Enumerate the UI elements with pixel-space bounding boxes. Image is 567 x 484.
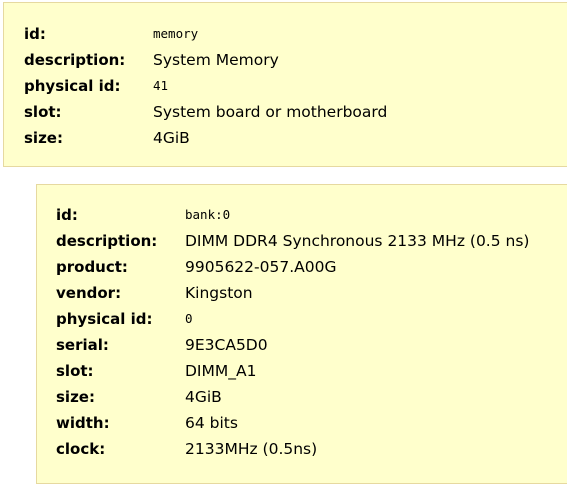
memory-physical-id-label: physical id:: [24, 77, 121, 95]
memory-slot-label: slot:: [24, 103, 62, 121]
memory-id-label: id:: [24, 25, 46, 43]
bank-product-value: 9905622-057.A00G: [185, 258, 337, 276]
bank-size-label: size:: [56, 388, 95, 406]
bank-vendor-label: vendor:: [56, 284, 122, 302]
bank-physical-id-label: physical id:: [56, 310, 153, 328]
bank-vendor-value: Kingston: [185, 284, 253, 302]
bank-description-label: description:: [56, 232, 158, 250]
memory-size-value: 4GiB: [153, 129, 190, 147]
bank-slot-label: slot:: [56, 362, 94, 380]
memory-node-panel: id: memory description: System Memory ph…: [3, 2, 567, 167]
bank-id-label: id:: [56, 206, 78, 224]
bank-serial-label: serial:: [56, 336, 109, 354]
bank-clock-label: clock:: [56, 440, 106, 458]
bank-clock-value: 2133MHz (0.5ns): [185, 440, 318, 458]
memory-description-value: System Memory: [153, 51, 279, 69]
memory-id-value: memory: [153, 26, 199, 41]
memory-size-label: size:: [24, 129, 63, 147]
bank-id-value: bank:0: [185, 207, 231, 222]
bank-size-value: 4GiB: [185, 388, 222, 406]
bank-node-panel: id: bank:0 description: DIMM DDR4 Synchr…: [36, 184, 567, 484]
bank-slot-value: DIMM_A1: [185, 362, 257, 380]
memory-physical-id-value: 41: [153, 78, 169, 93]
bank-width-label: width:: [56, 414, 110, 432]
memory-description-label: description:: [24, 51, 126, 69]
bank-physical-id-value: 0: [185, 311, 193, 326]
memory-slot-value: System board or motherboard: [153, 103, 388, 121]
bank-serial-value: 9E3CA5D0: [185, 336, 268, 354]
bank-width-value: 64 bits: [185, 414, 238, 432]
bank-product-label: product:: [56, 258, 128, 276]
bank-description-value: DIMM DDR4 Synchronous 2133 MHz (0.5 ns): [185, 232, 530, 250]
